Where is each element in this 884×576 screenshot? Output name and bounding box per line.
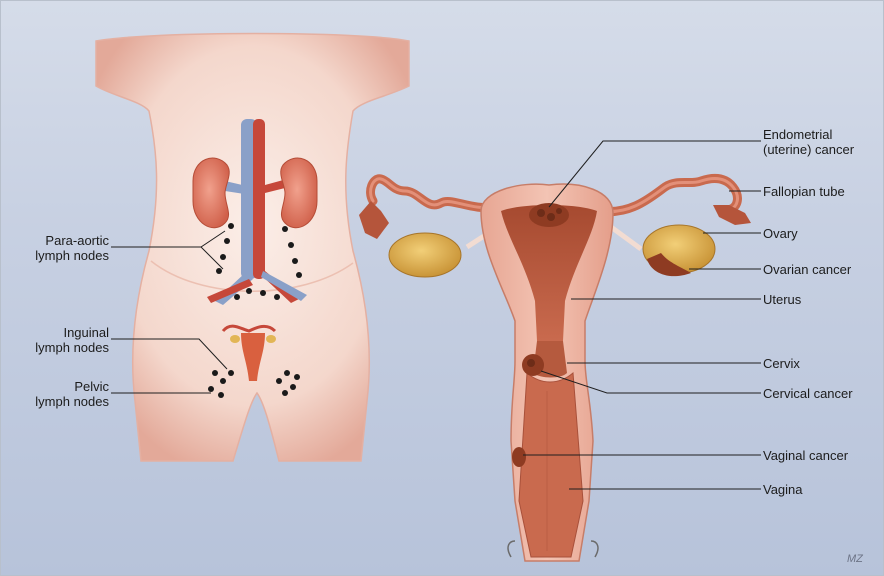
vaginal-canal xyxy=(519,373,583,557)
artist-signature: MZ xyxy=(847,553,863,565)
label-endometrial-cancer: Endometrial (uterine) cancer xyxy=(763,127,854,157)
label-fallopian-tube: Fallopian tube xyxy=(763,184,845,199)
label-pelvic-lymph-nodes: Pelvic lymph nodes xyxy=(9,379,109,409)
right-ovarian-ligament xyxy=(611,227,641,249)
label-ovary: Ovary xyxy=(763,226,798,241)
label-vaginal-cancer: Vaginal cancer xyxy=(763,448,848,463)
label-ovarian-cancer: Ovarian cancer xyxy=(763,262,851,277)
left-ovary xyxy=(389,233,461,277)
label-uterus: Uterus xyxy=(763,292,801,307)
label-cervix: Cervix xyxy=(763,356,800,371)
vaginal-tumor xyxy=(512,447,526,467)
cervical-tumor xyxy=(522,354,544,376)
label-vagina: Vagina xyxy=(763,482,803,497)
label-cervical-cancer: Cervical cancer xyxy=(763,386,853,401)
label-para-aortic-lymph-nodes: Para-aortic lymph nodes xyxy=(9,233,109,263)
label-inguinal-lymph-nodes: Inguinal lymph nodes xyxy=(9,325,109,355)
